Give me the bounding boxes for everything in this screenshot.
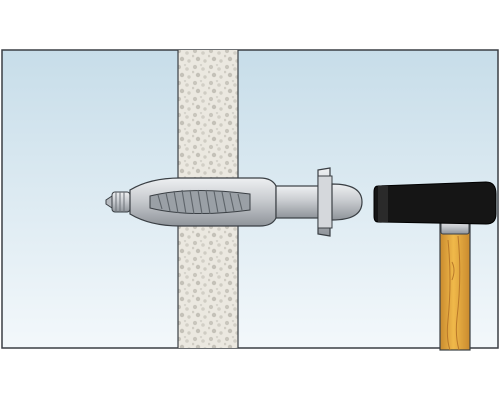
- hammer-icon: [373, 181, 497, 351]
- wall-anchor-icon: [105, 167, 363, 237]
